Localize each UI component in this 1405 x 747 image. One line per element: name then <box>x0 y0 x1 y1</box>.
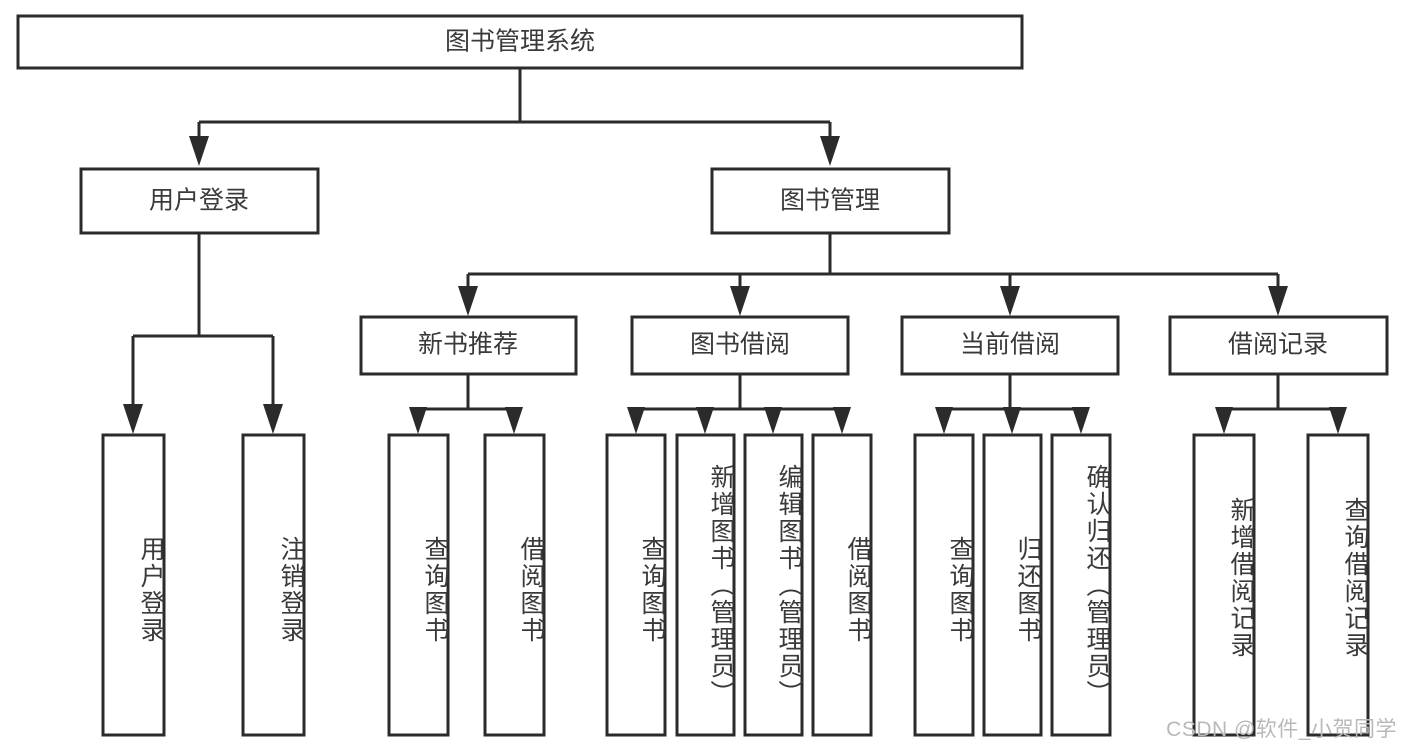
node-box-leaf-query-book-1[interactable] <box>387 433 450 737</box>
arrow-head-leaf-query-record <box>1329 407 1347 434</box>
connector-group-root <box>189 68 840 166</box>
node-box-book-borrow[interactable] <box>630 315 850 376</box>
node-box-new-book[interactable] <box>359 315 578 376</box>
node-box-book-mgmt[interactable] <box>710 167 951 235</box>
arrow-head-leaf-query-book-3 <box>935 407 953 434</box>
arrow-head-user-login <box>189 136 209 166</box>
node-box-leaf-confirm-return[interactable] <box>1050 433 1112 737</box>
arrow-head-current-borrow <box>1000 286 1020 316</box>
arrow-head-new-book <box>458 286 478 316</box>
arrow-head-leaf-add-record <box>1215 407 1233 434</box>
arrow-head-leaf-logout <box>263 404 283 434</box>
node-label-current-borrow: 当前借阅 <box>960 331 1060 359</box>
node-box-leaf-query-book-3[interactable] <box>913 433 975 737</box>
node-box-leaf-borrow-book-1[interactable] <box>483 433 546 737</box>
arrow-head-book-borrow <box>730 286 750 316</box>
node-box-leaf-add-record[interactable] <box>1192 433 1256 737</box>
node-box-leaf-borrow-book-2[interactable] <box>811 433 873 737</box>
connector-group-book-mgmt <box>458 233 1288 316</box>
node-box-leaf-query-record[interactable] <box>1306 433 1370 737</box>
arrow-head-leaf-borrow-book-2 <box>833 407 851 434</box>
arrow-head-leaf-query-book-1 <box>409 407 427 434</box>
arrow-head-leaf-confirm-return <box>1072 407 1090 434</box>
node-box-leaf-edit-book[interactable] <box>743 433 804 737</box>
node-box-leaf-query-book-2[interactable] <box>605 433 667 737</box>
node-label-new-book: 新书推荐 <box>418 331 518 359</box>
node-box-leaf-add-book[interactable] <box>675 433 736 737</box>
connector-group-book-borrow <box>627 374 851 434</box>
csdn-watermark: CSDN @软件_小贺同学 <box>1166 718 1397 741</box>
arrow-head-leaf-add-book <box>696 407 714 434</box>
node-label-book-borrow: 图书借阅 <box>690 331 790 359</box>
connector-group-new-book <box>409 374 523 434</box>
node-box-user-login[interactable] <box>79 167 320 235</box>
node-label-book-mgmt: 图书管理 <box>780 187 880 215</box>
node-box-leaf-logout[interactable] <box>241 433 306 737</box>
node-label-borrow-record: 借阅记录 <box>1228 331 1328 359</box>
arrow-head-leaf-query-book-2 <box>627 407 645 434</box>
connector-group-user-login <box>123 233 283 434</box>
connector-group-current-borrow <box>935 374 1090 434</box>
node-box-leaf-user-login[interactable] <box>101 433 166 737</box>
arrow-head-leaf-user-login <box>123 404 143 434</box>
node-box-borrow-record[interactable] <box>1168 315 1389 376</box>
node-label-user-login: 用户登录 <box>149 187 249 215</box>
arrow-head-leaf-edit-book <box>764 407 782 434</box>
node-box-current-borrow[interactable] <box>900 315 1120 376</box>
arrow-head-borrow-record <box>1268 286 1288 316</box>
arrow-head-leaf-return-book <box>1003 407 1021 434</box>
arrow-head-book-mgmt <box>820 136 840 166</box>
arrow-head-leaf-borrow-book-1 <box>505 407 523 434</box>
node-label-root: 图书管理系统 <box>445 28 595 56</box>
connector-group-borrow-record <box>1215 374 1347 434</box>
node-box-root[interactable] <box>16 14 1024 70</box>
node-box-leaf-return-book[interactable] <box>982 433 1043 737</box>
